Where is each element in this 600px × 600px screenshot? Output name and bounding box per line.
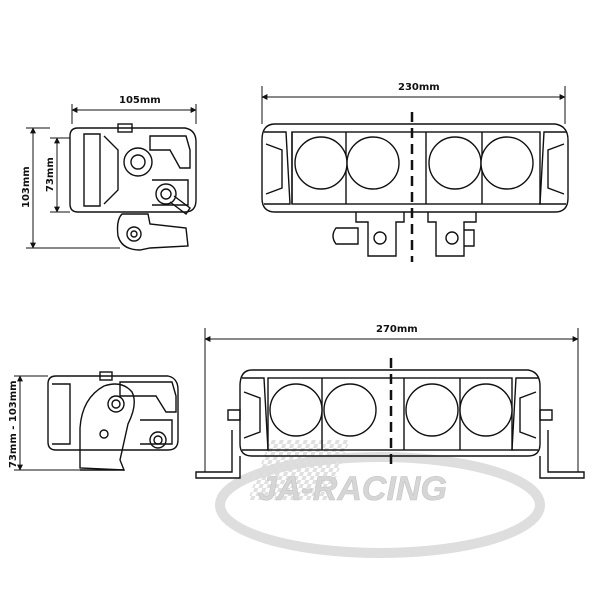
- front-view-bottom: [195, 369, 585, 479]
- dim-front-top-width: [261, 86, 566, 124]
- side-view-bottom: [47, 371, 179, 471]
- dim-label-103mm: 103mm: [21, 166, 32, 208]
- dim-label-270mm: 270mm: [376, 324, 418, 335]
- front-view-top: [261, 123, 569, 257]
- dim-label-105mm: 105mm: [119, 95, 161, 106]
- dim-side-top-inner-height: [50, 137, 70, 213]
- dim-label-73mm-top: 73mm: [45, 157, 56, 192]
- dim-front-bottom-width: [204, 328, 579, 472]
- dim-label-230mm: 230mm: [398, 82, 440, 93]
- dim-side-top-width: [71, 104, 197, 124]
- dim-label-73-103mm: 73mm - 103mm: [8, 380, 19, 468]
- side-view-top: [69, 123, 197, 251]
- dim-side-top-outer-height: [26, 127, 120, 249]
- watermark-brand-text: JA-RACING: [258, 470, 447, 508]
- dim-side-bottom-height: [14, 375, 80, 471]
- watermark-logo: JA-RACING: [215, 440, 545, 558]
